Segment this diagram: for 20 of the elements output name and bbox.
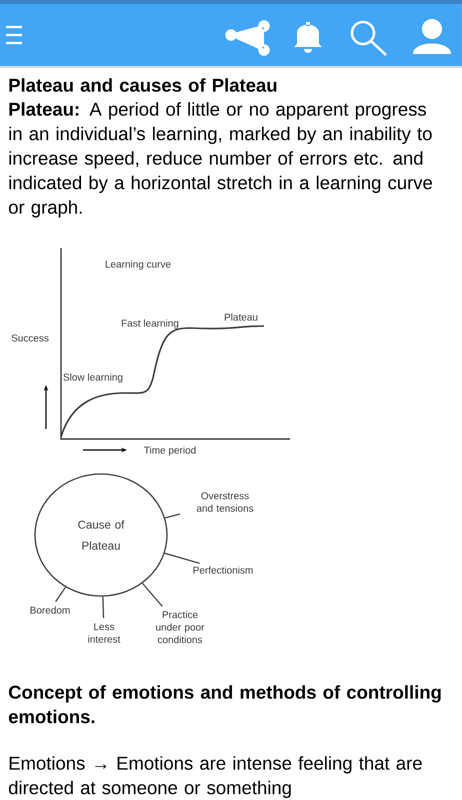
axis-label: Success — [12, 334, 49, 342]
axis-label: Time period — [144, 446, 196, 456]
cause-label: Less interest — [88, 623, 120, 643]
connector-line — [102, 596, 104, 618]
paragraph: Emotions → Emotions are intense feeling that are directed at someone or something — [8, 756, 422, 798]
cause-label: Perfectionism — [194, 566, 253, 574]
axis-label: Learning curve — [106, 260, 171, 270]
connector-line — [164, 552, 200, 564]
cause-label: Practice under poor conditions — [156, 610, 204, 644]
axis-label: Slow learning — [63, 373, 122, 383]
cause-label: Overstress and tensions — [196, 492, 254, 512]
axis-label: Fast learning — [122, 319, 178, 329]
paragraph: Plateau: A period of little or no apparent progress in an individual’s learning, marked by an inability to increase speed, reduce number of errors etc. and indicated by a horizontal stretch in a learning curve or graph. — [8, 102, 432, 218]
heading: Concept of emotions and methods of controlling emotions. — [8, 685, 441, 724]
heading: Plateau and causes of Plateau — [9, 78, 276, 92]
axis-label: Plateau — [224, 313, 258, 321]
cause-label: Boredom — [30, 606, 70, 614]
connector-line — [142, 582, 163, 607]
connector-line — [55, 586, 66, 602]
connector-line — [164, 513, 180, 519]
